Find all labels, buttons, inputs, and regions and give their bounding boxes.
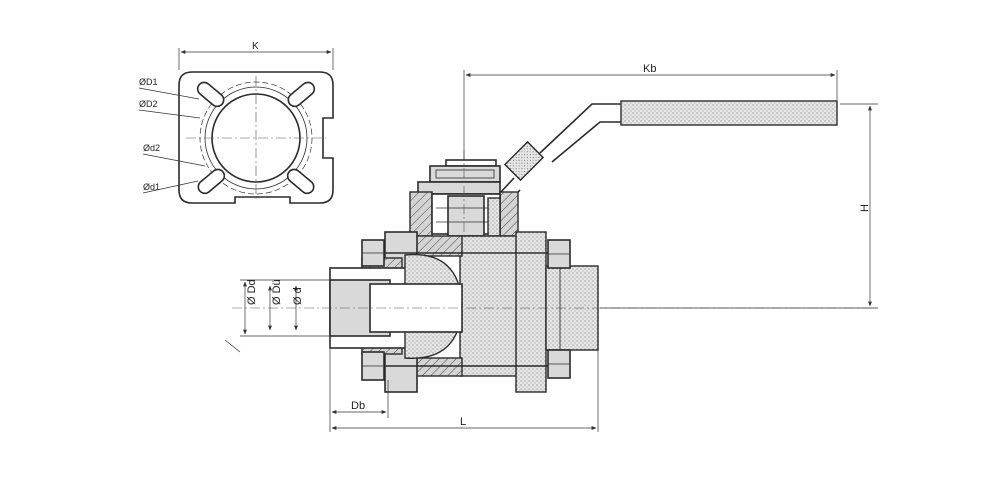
label-od-d2: Ød2 xyxy=(143,143,160,153)
lever-handle xyxy=(499,100,838,208)
label-dd: Ø Dd xyxy=(246,279,258,305)
label-h: H xyxy=(859,204,871,212)
top-flange-view: K ØD1 ØD2 Ød2 Ød1 xyxy=(138,41,334,204)
right-end-connector xyxy=(545,265,599,351)
label-d: Ø d xyxy=(292,287,304,305)
label-od-d1: Ød1 xyxy=(143,182,160,192)
flange-bolts xyxy=(361,239,571,381)
label-du: Ø Dü xyxy=(271,279,283,305)
label-l: L xyxy=(460,416,466,428)
stem-assembly xyxy=(409,150,519,264)
label-od2: ØD2 xyxy=(139,99,158,109)
label-od1-upper: ØD1 xyxy=(139,77,158,87)
label-k: K xyxy=(252,41,259,52)
label-kb: Kb xyxy=(643,63,656,75)
right-flange xyxy=(515,231,547,393)
label-db: Db xyxy=(351,400,365,412)
dimensions: Kb H Ø Dd Ø Dü Ø d Db L xyxy=(224,63,878,432)
flange-outline xyxy=(178,71,334,204)
handle-grip xyxy=(620,100,838,126)
bolt-slot-holes xyxy=(196,81,316,195)
valve-body xyxy=(232,231,876,393)
center-body xyxy=(459,235,521,377)
